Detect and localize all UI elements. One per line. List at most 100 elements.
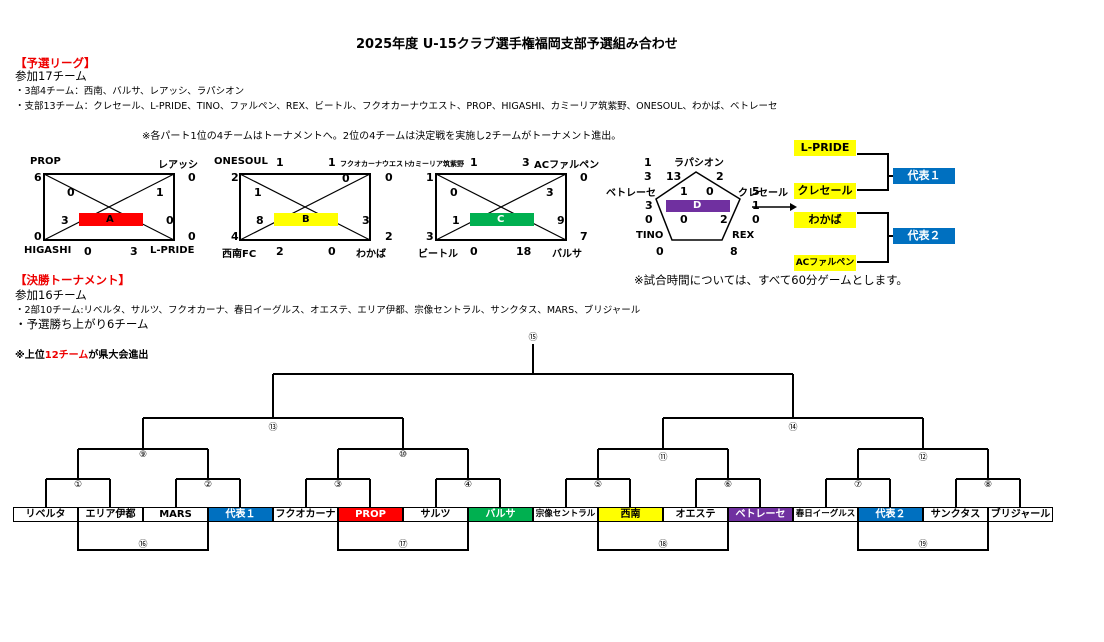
match-label-19: ⑲ [918,540,928,550]
group-a-score: 3 [130,245,138,258]
group-b-score: 0 [342,172,350,185]
page-title: 2025年度 U-15クラブ選手権福岡支部予選組み合わせ [356,37,678,52]
group-c-score: 0 [470,245,478,258]
tournament-bracket-lines [45,344,1021,551]
match-label-8: ⑧ [983,480,993,490]
group-b-score: 1 [276,156,284,169]
team-slot: ベトレーセ [728,507,793,522]
group-c-team-bl: ビートル [418,249,458,260]
match-label-2: ② [203,480,213,490]
group-d-score: 13 [666,170,682,183]
group-a-team-br: L-PRIDE [150,245,195,256]
group-c-score: 3 [522,156,530,169]
match-label-16: ⑯ [138,540,148,550]
group-d-score: 5 [752,185,760,198]
team-slot: ブリジャール [988,507,1053,522]
group-d-score: 3 [645,199,653,212]
group-d-score: 3 [644,170,652,183]
team-slot: 代表１ [208,507,273,522]
group-a-score: 0 [188,171,196,184]
group-d-score: 8 [730,245,738,258]
group-b-score: 1 [254,186,262,199]
team-slot: サルツ [403,507,468,522]
group-d-score: 0 [656,245,664,258]
group-c-score: 18 [516,245,532,258]
group-a-score: 0 [166,214,174,227]
group-a-score: 0 [34,230,42,243]
group-d-score: 1 [644,156,652,169]
group-a-team-tr: レアッシ [158,160,198,171]
match-label-13: ⑬ [268,423,278,433]
group-b-score: 3 [362,214,370,227]
group-d-score: 0 [752,213,760,226]
advance-note: ※上位12チームが県大会進出 [15,350,149,361]
group-d-score: 2 [720,213,728,226]
team-slot: MARS [143,507,208,522]
group-c-score: 0 [450,186,458,199]
match-label-3: ③ [333,480,343,490]
group-d-team-top: ラパシオン [674,158,724,169]
group-c-score: 9 [557,214,565,227]
league-heading: 【予選リーグ】 [15,56,96,70]
group-b-box [239,173,371,241]
group-b-name: B [302,214,310,225]
tournament-line1: ・2部10チーム:リベルタ、サルツ、フクオカーナ、春日イーグルス、オエステ、エリ… [15,305,641,316]
team-slot: リベルタ [13,507,78,522]
rep-2-label: 代表２ [893,228,955,244]
team-slot: オエステ [663,507,728,522]
match-label-14: ⑭ [788,423,798,433]
tournament-line2: ・予選勝ち上がり6チーム [15,317,149,331]
league-participants: 参加17チーム [15,69,87,83]
group-d-score: 0 [680,213,688,226]
group-a-score: 0 [188,230,196,243]
tournament-participants: 参加16チーム [15,288,87,302]
match-label-6: ⑥ [723,480,733,490]
team-slot: バルサ [468,507,533,522]
team-slot: PROP [338,507,403,522]
group-b-team-br: わかば [356,249,386,260]
match-label-1: ① [73,480,83,490]
group-c-score: 1 [426,171,434,184]
team-slot: 春日イーグルス [793,507,858,522]
team-slot: サンクタス [923,507,988,522]
match-label-9: ⑨ [138,450,148,460]
group-c-score: 3 [546,186,554,199]
match-label-18: ⑱ [658,540,668,550]
group-b-score: 2 [231,171,239,184]
group-d-score: 1 [680,185,688,198]
match-label-5: ⑤ [593,480,603,490]
time-note: ※試合時間については、すべて60分ゲームとします。 [634,273,908,287]
group-b-score: 1 [328,156,336,169]
rep-team-1: L-PRIDE [794,140,856,156]
group-d-team-br: REX [732,230,755,241]
group-a-score: 6 [34,171,42,184]
team-slot: エリア伊都 [78,507,143,522]
match-label-17: ⑰ [398,540,408,550]
group-c-team-br: バルサ [552,249,582,260]
match-label-7: ⑦ [853,480,863,490]
group-b-score: 8 [256,214,264,227]
group-b-score: 0 [328,245,336,258]
group-c-box [435,173,567,241]
match-label-15: ⑮ [528,333,538,343]
group-c-team-tr: ACファルペン [534,160,600,171]
group-c-team-tl: カミーリア筑紫野 [408,160,464,168]
team-slot: フクオカーナ [273,507,338,522]
team-slot: 宗像セントラル [533,507,598,522]
league-line1: ・3部4チーム：西南、バルサ、レアッシ、ラパシオン [15,86,245,97]
match-label-12: ⑫ [918,453,928,463]
league-line2: ・支部13チーム：クレセール、L-PRIDE、TINO、ファルペン、REX、ビー… [15,101,778,112]
rep-team-4: ACファルペン [794,255,856,271]
group-b-score: 2 [276,245,284,258]
rep-1-label: 代表１ [893,168,955,184]
group-d-score: 0 [645,213,653,226]
group-a-team-tl: PROP [30,156,61,167]
match-label-10: ⑩ [398,450,408,460]
group-a-score: 1 [156,186,164,199]
group-b-team-tl: ONESOUL [214,156,268,167]
group-a-score: 0 [67,186,75,199]
group-a-name: A [106,214,114,225]
rep-bracket-lines [857,153,893,263]
group-c-score: 3 [426,230,434,243]
